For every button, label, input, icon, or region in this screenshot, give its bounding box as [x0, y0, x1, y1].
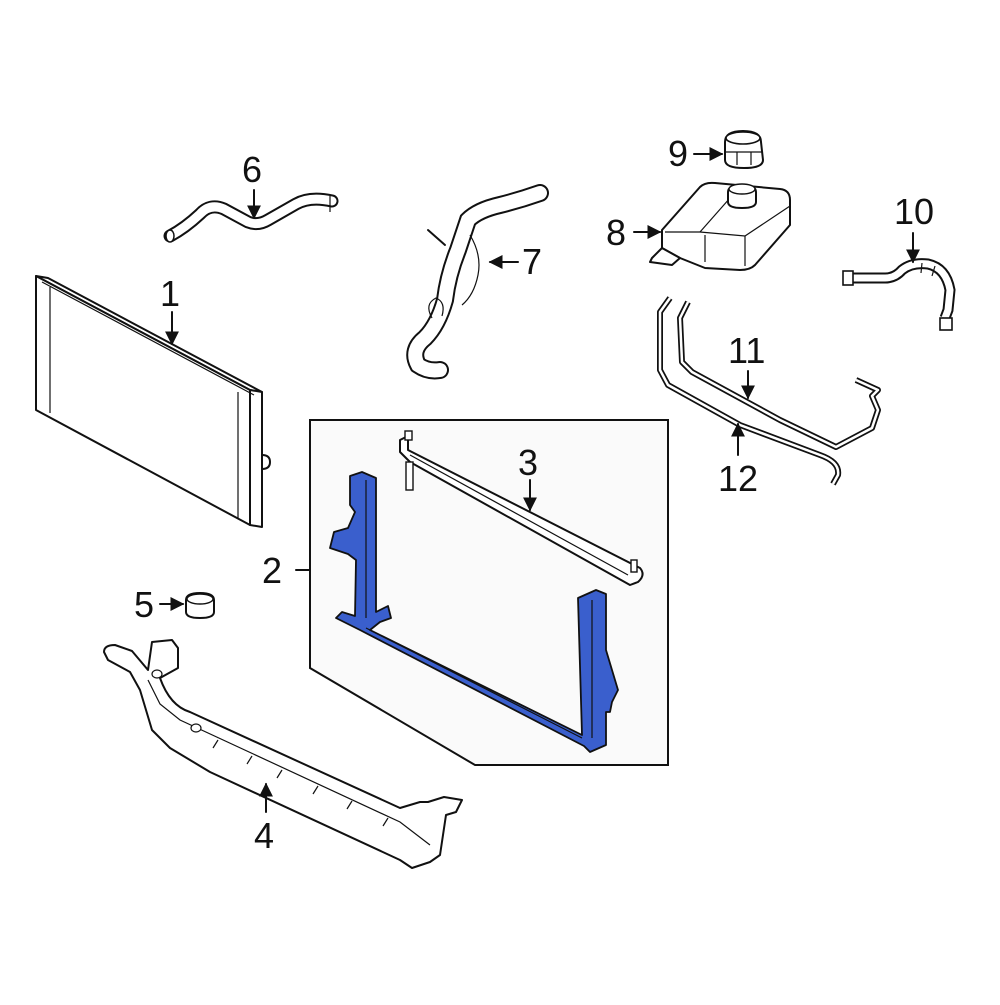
mount-bushing-part[interactable]	[185, 592, 215, 619]
hose-11-part[interactable]	[677, 300, 881, 450]
support-assembly-box	[309, 419, 669, 766]
reservoir-part[interactable]	[649, 181, 791, 271]
radiator-part[interactable]	[35, 275, 271, 528]
overflow-hose-part[interactable]	[842, 258, 956, 331]
reservoir-cap-part[interactable]	[724, 130, 764, 169]
callout-10[interactable]: 10	[894, 191, 935, 232]
callout-5[interactable]: 5	[134, 584, 155, 625]
callout-2[interactable]: 2	[262, 550, 283, 591]
hose-12-part[interactable]	[657, 296, 842, 486]
callout-3[interactable]: 3	[518, 442, 539, 483]
callout-8[interactable]: 8	[606, 212, 627, 253]
callout-4[interactable]: 4	[254, 815, 275, 856]
lower-hose-part[interactable]	[406, 184, 549, 380]
callout-7[interactable]: 7	[522, 241, 543, 282]
lower-support-part[interactable]	[103, 639, 463, 869]
callout-12[interactable]: 12	[718, 458, 759, 499]
radiator-support-part[interactable]	[329, 471, 619, 753]
upper-support-bar-part[interactable]	[399, 430, 644, 586]
callout-11[interactable]: 11	[728, 330, 766, 371]
callout-9[interactable]: 9	[668, 133, 689, 174]
callout-1[interactable]: 1	[160, 273, 181, 314]
upper-hose-part[interactable]	[163, 192, 339, 243]
callout-6[interactable]: 6	[242, 149, 263, 190]
